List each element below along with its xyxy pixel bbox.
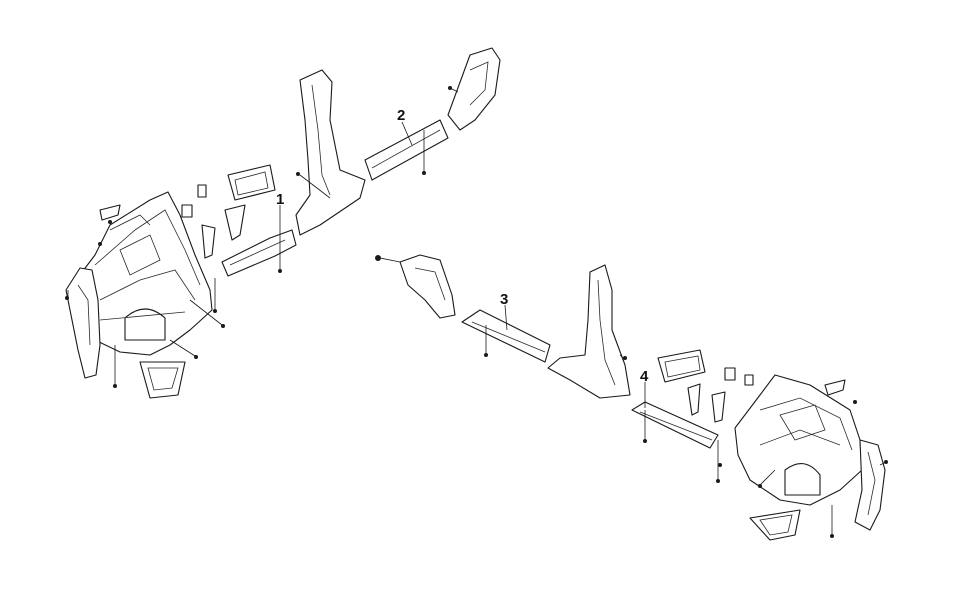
left-storage-box <box>227 164 276 201</box>
left-rear-scuff-plate <box>364 119 449 181</box>
fasteners <box>65 86 888 538</box>
right-b-pillar-trim <box>547 264 631 399</box>
left-b-pillar-trim <box>295 69 366 236</box>
right-rear-scuff-plate <box>631 401 719 449</box>
callout-1: 1 <box>276 191 284 208</box>
right-a-pillar-lower-trim <box>399 254 456 319</box>
left-brackets <box>99 184 246 259</box>
callout-3: 3 <box>500 291 508 308</box>
right-storage-box <box>657 349 706 383</box>
leader-lines <box>67 87 887 535</box>
right-rear-quarter-trim-panel <box>734 374 863 506</box>
left-front-scuff-plate <box>221 229 297 277</box>
right-storage-cup <box>749 509 801 541</box>
right-brackets <box>687 367 846 423</box>
right-rear-pillar-strip <box>854 439 886 531</box>
callout-2: 2 <box>397 107 405 124</box>
left-storage-cup <box>139 361 186 399</box>
left-rear-pillar-strip <box>65 267 101 379</box>
left-a-pillar-lower-trim <box>447 47 501 131</box>
right-front-scuff-plate <box>461 309 551 363</box>
left-rear-quarter-trim-panel <box>69 191 213 356</box>
callout-4: 4 <box>640 368 649 385</box>
